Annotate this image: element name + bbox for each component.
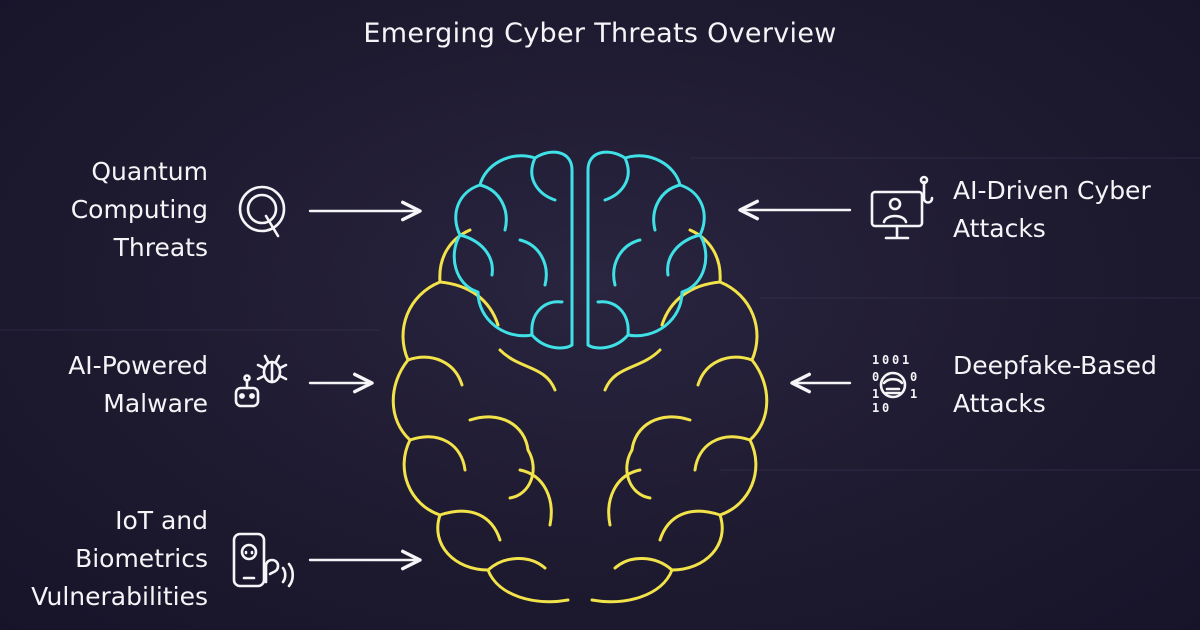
phone-fingerprint-icon — [232, 532, 295, 588]
page-title: Emerging Cyber Threats Overview — [363, 18, 837, 49]
svg-text:1: 1 — [872, 401, 879, 415]
connector-arrows — [308, 199, 852, 571]
robot-bug-icon — [234, 354, 288, 408]
svg-text:1: 1 — [872, 387, 879, 401]
monitor-hacker-icon — [870, 175, 934, 240]
threat-label-iot-biometrics: IoT and Biometrics Vulnerabilities — [31, 506, 208, 611]
brain-illustration — [391, 150, 769, 604]
threat-label-ai-malware: AI-Powered Malware — [68, 351, 208, 418]
brain-upper-lobes — [452, 150, 708, 350]
quantum-q-icon — [238, 185, 286, 238]
svg-text:0: 0 — [882, 401, 889, 415]
binary-face-icon — [879, 371, 907, 399]
svg-text:1: 1 — [910, 387, 917, 401]
threat-label-ai-cyber-attacks: AI-Driven Cyber Attacks — [953, 176, 1151, 243]
svg-text:0: 0 — [892, 353, 899, 367]
svg-text:0: 0 — [882, 353, 889, 367]
svg-text:0: 0 — [910, 370, 917, 384]
svg-text:1: 1 — [902, 353, 909, 367]
threat-label-deepfake: Deepfake-Based Attacks — [953, 351, 1157, 418]
threat-label-quantum: Quantum Computing Threats — [70, 157, 208, 262]
svg-text:0: 0 — [872, 370, 879, 384]
brain-lower-lobes — [391, 228, 769, 604]
background-circuit-lines — [0, 157, 1200, 471]
svg-text:1: 1 — [872, 353, 879, 367]
